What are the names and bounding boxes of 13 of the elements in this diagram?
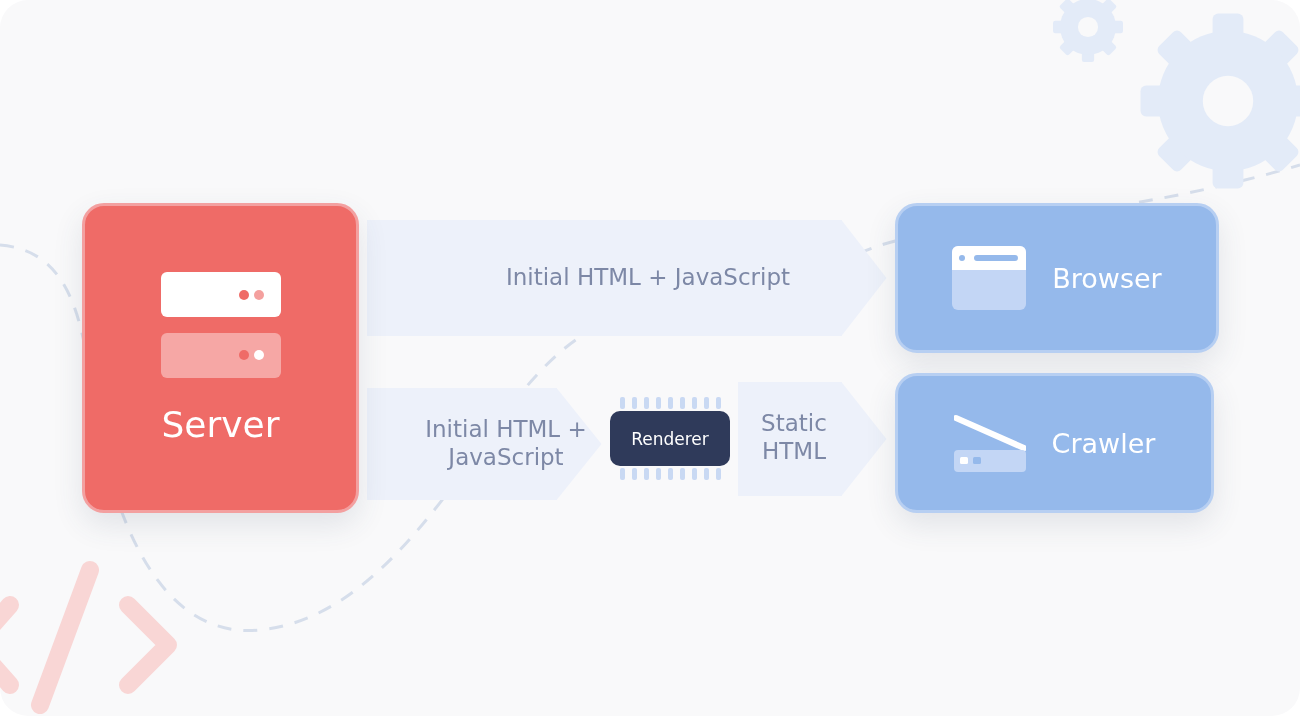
edge-label: Static HTML bbox=[760, 410, 828, 466]
renderer-chip bbox=[610, 411, 730, 466]
node-label: Crawler bbox=[1051, 427, 1156, 459]
client-box bbox=[895, 203, 1219, 353]
edge-label: Initial HTML + JavaScript bbox=[424, 416, 588, 472]
chevron-arrow bbox=[367, 388, 602, 500]
client-box bbox=[895, 373, 1214, 513]
chevron-arrow bbox=[367, 220, 887, 336]
server-box bbox=[82, 203, 359, 513]
node-label: Browser bbox=[1052, 262, 1162, 294]
node-label: Renderer bbox=[631, 428, 709, 449]
edge-label: Initial HTML + JavaScript bbox=[504, 264, 792, 292]
node-label: Server bbox=[161, 403, 280, 445]
